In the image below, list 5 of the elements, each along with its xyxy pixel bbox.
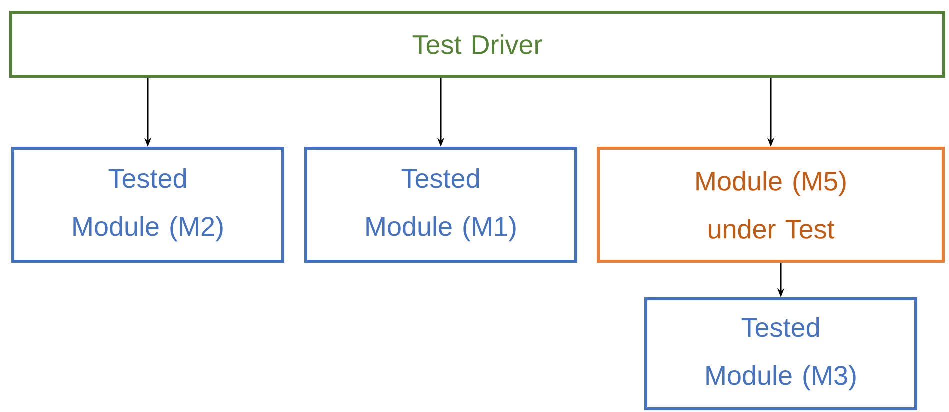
driver-box: Test Driver bbox=[10, 11, 946, 78]
module-box: Tested Module (M1) bbox=[304, 147, 578, 263]
module-box: Tested Module (M3) bbox=[644, 298, 918, 410]
module-box: Tested Module (M2) bbox=[12, 147, 284, 263]
module-box: Module (M5) under Test bbox=[597, 147, 946, 263]
